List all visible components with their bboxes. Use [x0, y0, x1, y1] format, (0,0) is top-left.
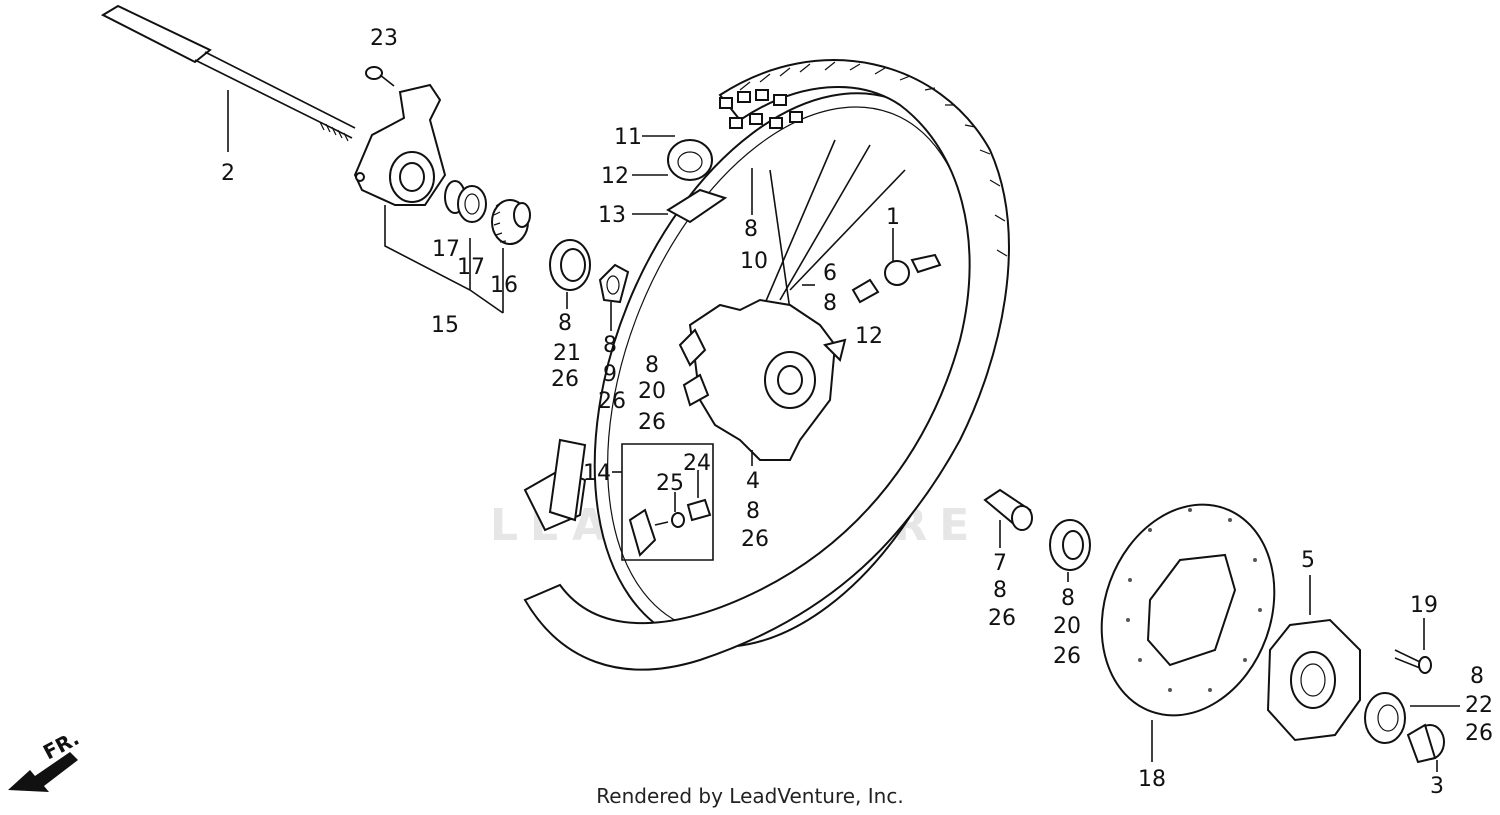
- bolt-23[interactable]: [365, 66, 395, 87]
- callout-15: 15: [431, 313, 459, 338]
- callout-26: 26: [598, 389, 626, 414]
- wheel-hub[interactable]: [678, 298, 847, 461]
- callout-9: 9: [603, 362, 617, 387]
- callout-11: 11: [614, 125, 642, 150]
- callout-26: 26: [1053, 644, 1081, 669]
- speedometer-gearbox[interactable]: [353, 83, 447, 206]
- callout-8: 8: [1061, 586, 1075, 611]
- callout-8: 8: [744, 217, 758, 242]
- washer-17[interactable]: [444, 180, 487, 223]
- brake-disc-18[interactable]: [1073, 480, 1303, 740]
- callout-8: 8: [993, 578, 1007, 603]
- collar-7[interactable]: [983, 488, 1033, 531]
- callout-20: 20: [1053, 614, 1081, 639]
- callout-18: 18: [1138, 767, 1166, 792]
- tire[interactable]: [523, 59, 1010, 671]
- callout-26: 26: [551, 367, 579, 392]
- callout-26: 26: [1465, 721, 1493, 746]
- seal-22[interactable]: [1364, 692, 1406, 744]
- callout-12: 12: [601, 164, 629, 189]
- footer-credit: Rendered by LeadVenture, Inc.: [596, 784, 904, 808]
- callout-17: 17: [432, 237, 460, 262]
- valve-1[interactable]: [851, 253, 942, 304]
- callout-8: 8: [645, 353, 659, 378]
- callout-23: 23: [370, 26, 398, 51]
- callout-19: 19: [1410, 593, 1438, 618]
- axle[interactable]: [100, 4, 356, 142]
- bearing-21[interactable]: [549, 239, 591, 291]
- callout-26: 26: [988, 606, 1016, 631]
- callout-22: 22: [1465, 693, 1493, 718]
- callout-8: 8: [603, 333, 617, 358]
- callout-16: 16: [490, 273, 518, 298]
- spokes[interactable]: [759, 139, 906, 316]
- callout-1: 1: [886, 205, 900, 230]
- callout-8: 8: [1470, 664, 1484, 689]
- callout-3: 3: [1430, 774, 1444, 799]
- bolt-19[interactable]: [1394, 649, 1432, 674]
- callout-8: 8: [746, 499, 760, 524]
- callout-10: 10: [740, 249, 768, 274]
- callout-17: 17: [457, 255, 485, 280]
- rim-lock-14[interactable]: [523, 438, 587, 532]
- callout-4: 4: [746, 469, 760, 494]
- speedometer-gear-16[interactable]: [491, 199, 531, 245]
- front-direction-arrow: [8, 752, 78, 792]
- callout-2: 2: [221, 161, 235, 186]
- callout-8: 8: [823, 291, 837, 316]
- callout-25: 25: [656, 471, 684, 496]
- callout-7: 7: [993, 551, 1007, 576]
- collar-3[interactable]: [1406, 723, 1445, 764]
- bearing-20-right[interactable]: [1049, 519, 1091, 571]
- callout-21: 21: [553, 341, 581, 366]
- callout-8: 8: [558, 311, 572, 336]
- callout-26: 26: [741, 527, 769, 552]
- inner-tube[interactable]: [666, 139, 728, 224]
- cover-5[interactable]: [1266, 618, 1361, 742]
- callout-6: 6: [823, 261, 837, 286]
- callout-14: 14: [583, 461, 611, 486]
- callout-20: 20: [638, 379, 666, 404]
- callout-5: 5: [1301, 548, 1315, 573]
- retainer-9[interactable]: [598, 263, 630, 304]
- callout-12: 12: [855, 324, 883, 349]
- callout-24: 24: [683, 451, 711, 476]
- callout-26: 26: [638, 410, 666, 435]
- callout-13: 13: [598, 203, 626, 228]
